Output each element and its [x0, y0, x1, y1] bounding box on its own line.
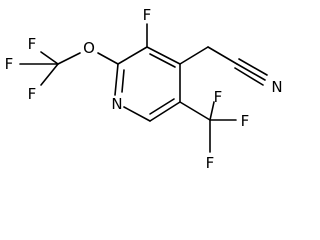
bond-nitrile-triple-2 — [238, 58, 268, 76]
atom-f-tf-right: F — [241, 112, 250, 130]
ring-bond-c2-c3 — [117, 46, 148, 65]
ring-bond-c6-n — [123, 106, 151, 122]
bond-o-cf3 — [57, 52, 81, 65]
ring-bond-c3-c4-double — [149, 53, 176, 68]
ring-bond-n-c2 — [114, 63, 119, 96]
atom-f-cf3-top: F — [28, 35, 37, 53]
ring-bond-n-c2-double — [121, 69, 125, 93]
atom-labels: F F F O F N N F F F — [5, 6, 283, 172]
ring-bond-c5-c6 — [149, 101, 181, 122]
bond-cf3-f-top — [40, 51, 59, 65]
bond-ch2-c-nitrile — [207, 46, 238, 65]
bond-c5-cf3 — [179, 101, 211, 121]
atom-f-cf3-bottom: F — [28, 85, 37, 103]
ring-bond-c5-c6-double — [149, 98, 175, 115]
atom-f-tf-up: F — [214, 88, 223, 106]
chemical-structure: F F F O F N N F F F — [5, 6, 283, 172]
bond-c4-ch2 — [179, 46, 209, 65]
bond-cf3-f-bottom — [40, 63, 59, 86]
atom-f-tf-bottom: F — [206, 154, 215, 172]
atom-o-ether: O — [83, 39, 95, 57]
atom-f-ring: F — [143, 6, 152, 24]
bond-c2-o — [97, 52, 119, 65]
atom-f-cf3-left: F — [5, 55, 14, 73]
bond-lines — [19, 23, 268, 153]
atom-n-nitrile: N — [271, 78, 282, 96]
bond-nitrile-triple-3 — [234, 67, 264, 86]
atom-n-ring: N — [111, 95, 122, 113]
bond-cf3-f-up — [209, 101, 215, 121]
ring-bond-c3-c4 — [146, 46, 181, 65]
bond-nitrile-triple-1 — [236, 63, 266, 81]
